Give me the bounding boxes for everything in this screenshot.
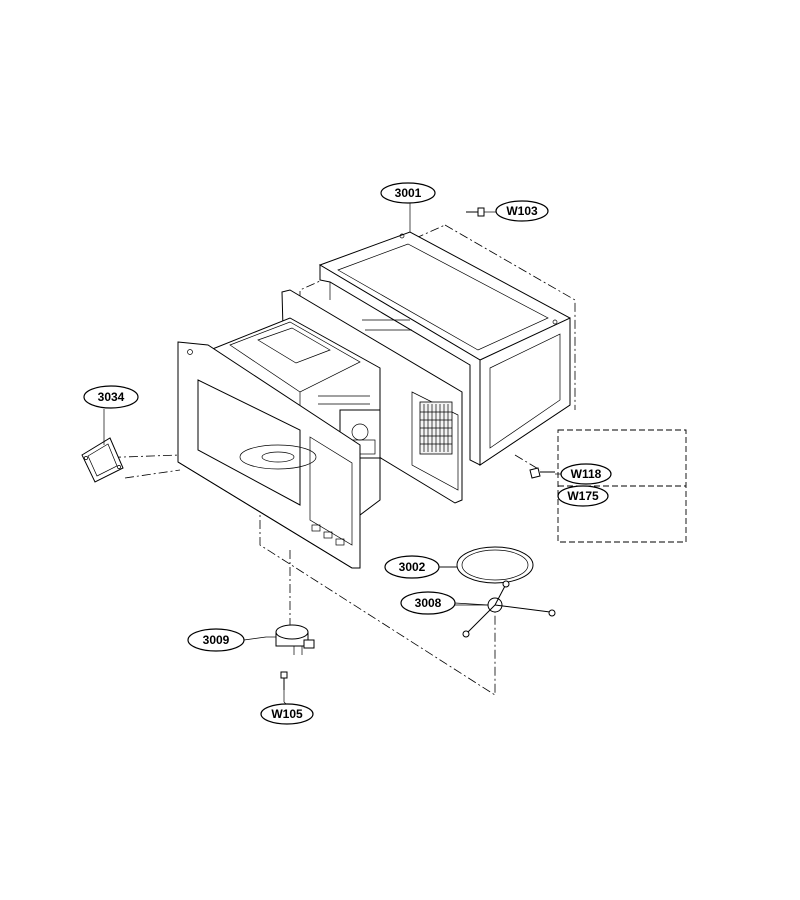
callout-3002-label: 3002 — [399, 560, 426, 574]
callout-3034-label: 3034 — [98, 390, 125, 404]
callout-w103: W103 — [495, 200, 549, 222]
callout-3009-label: 3009 — [203, 633, 230, 647]
callout-w175-label: W175 — [567, 489, 599, 503]
screw-right-drawing — [529, 467, 555, 479]
callout-w103-label: W103 — [506, 204, 538, 218]
callout-3001-label: 3001 — [395, 186, 422, 200]
callout-3002: 3002 — [384, 555, 440, 579]
callout-w118: W118 — [560, 463, 612, 485]
callout-3008: 3008 — [400, 591, 456, 615]
leader-w105 — [283, 701, 287, 705]
callout-3001: 3001 — [380, 182, 436, 204]
screw-bottom-drawing — [280, 671, 288, 702]
callout-w105: W105 — [260, 703, 314, 725]
shield-plate-drawing — [81, 437, 124, 483]
callout-w175: W175 — [557, 485, 609, 507]
callout-3008-label: 3008 — [415, 596, 442, 610]
screw-top-drawing — [466, 207, 496, 217]
outer-cabinet-drawing — [318, 231, 571, 466]
vent-grille — [419, 401, 453, 455]
callout-w118-label: W118 — [571, 467, 602, 481]
roller-coupler-drawing — [455, 580, 556, 638]
motor-drawing — [266, 624, 315, 655]
callout-3034: 3034 — [83, 385, 139, 409]
leader-3008 — [454, 602, 489, 606]
roller-ring-drawing — [440, 546, 534, 584]
oven-cavity-drawing — [177, 289, 463, 569]
callout-3009: 3009 — [187, 628, 245, 652]
leader-3009 — [243, 636, 267, 641]
callout-w105-label: W105 — [271, 707, 303, 721]
